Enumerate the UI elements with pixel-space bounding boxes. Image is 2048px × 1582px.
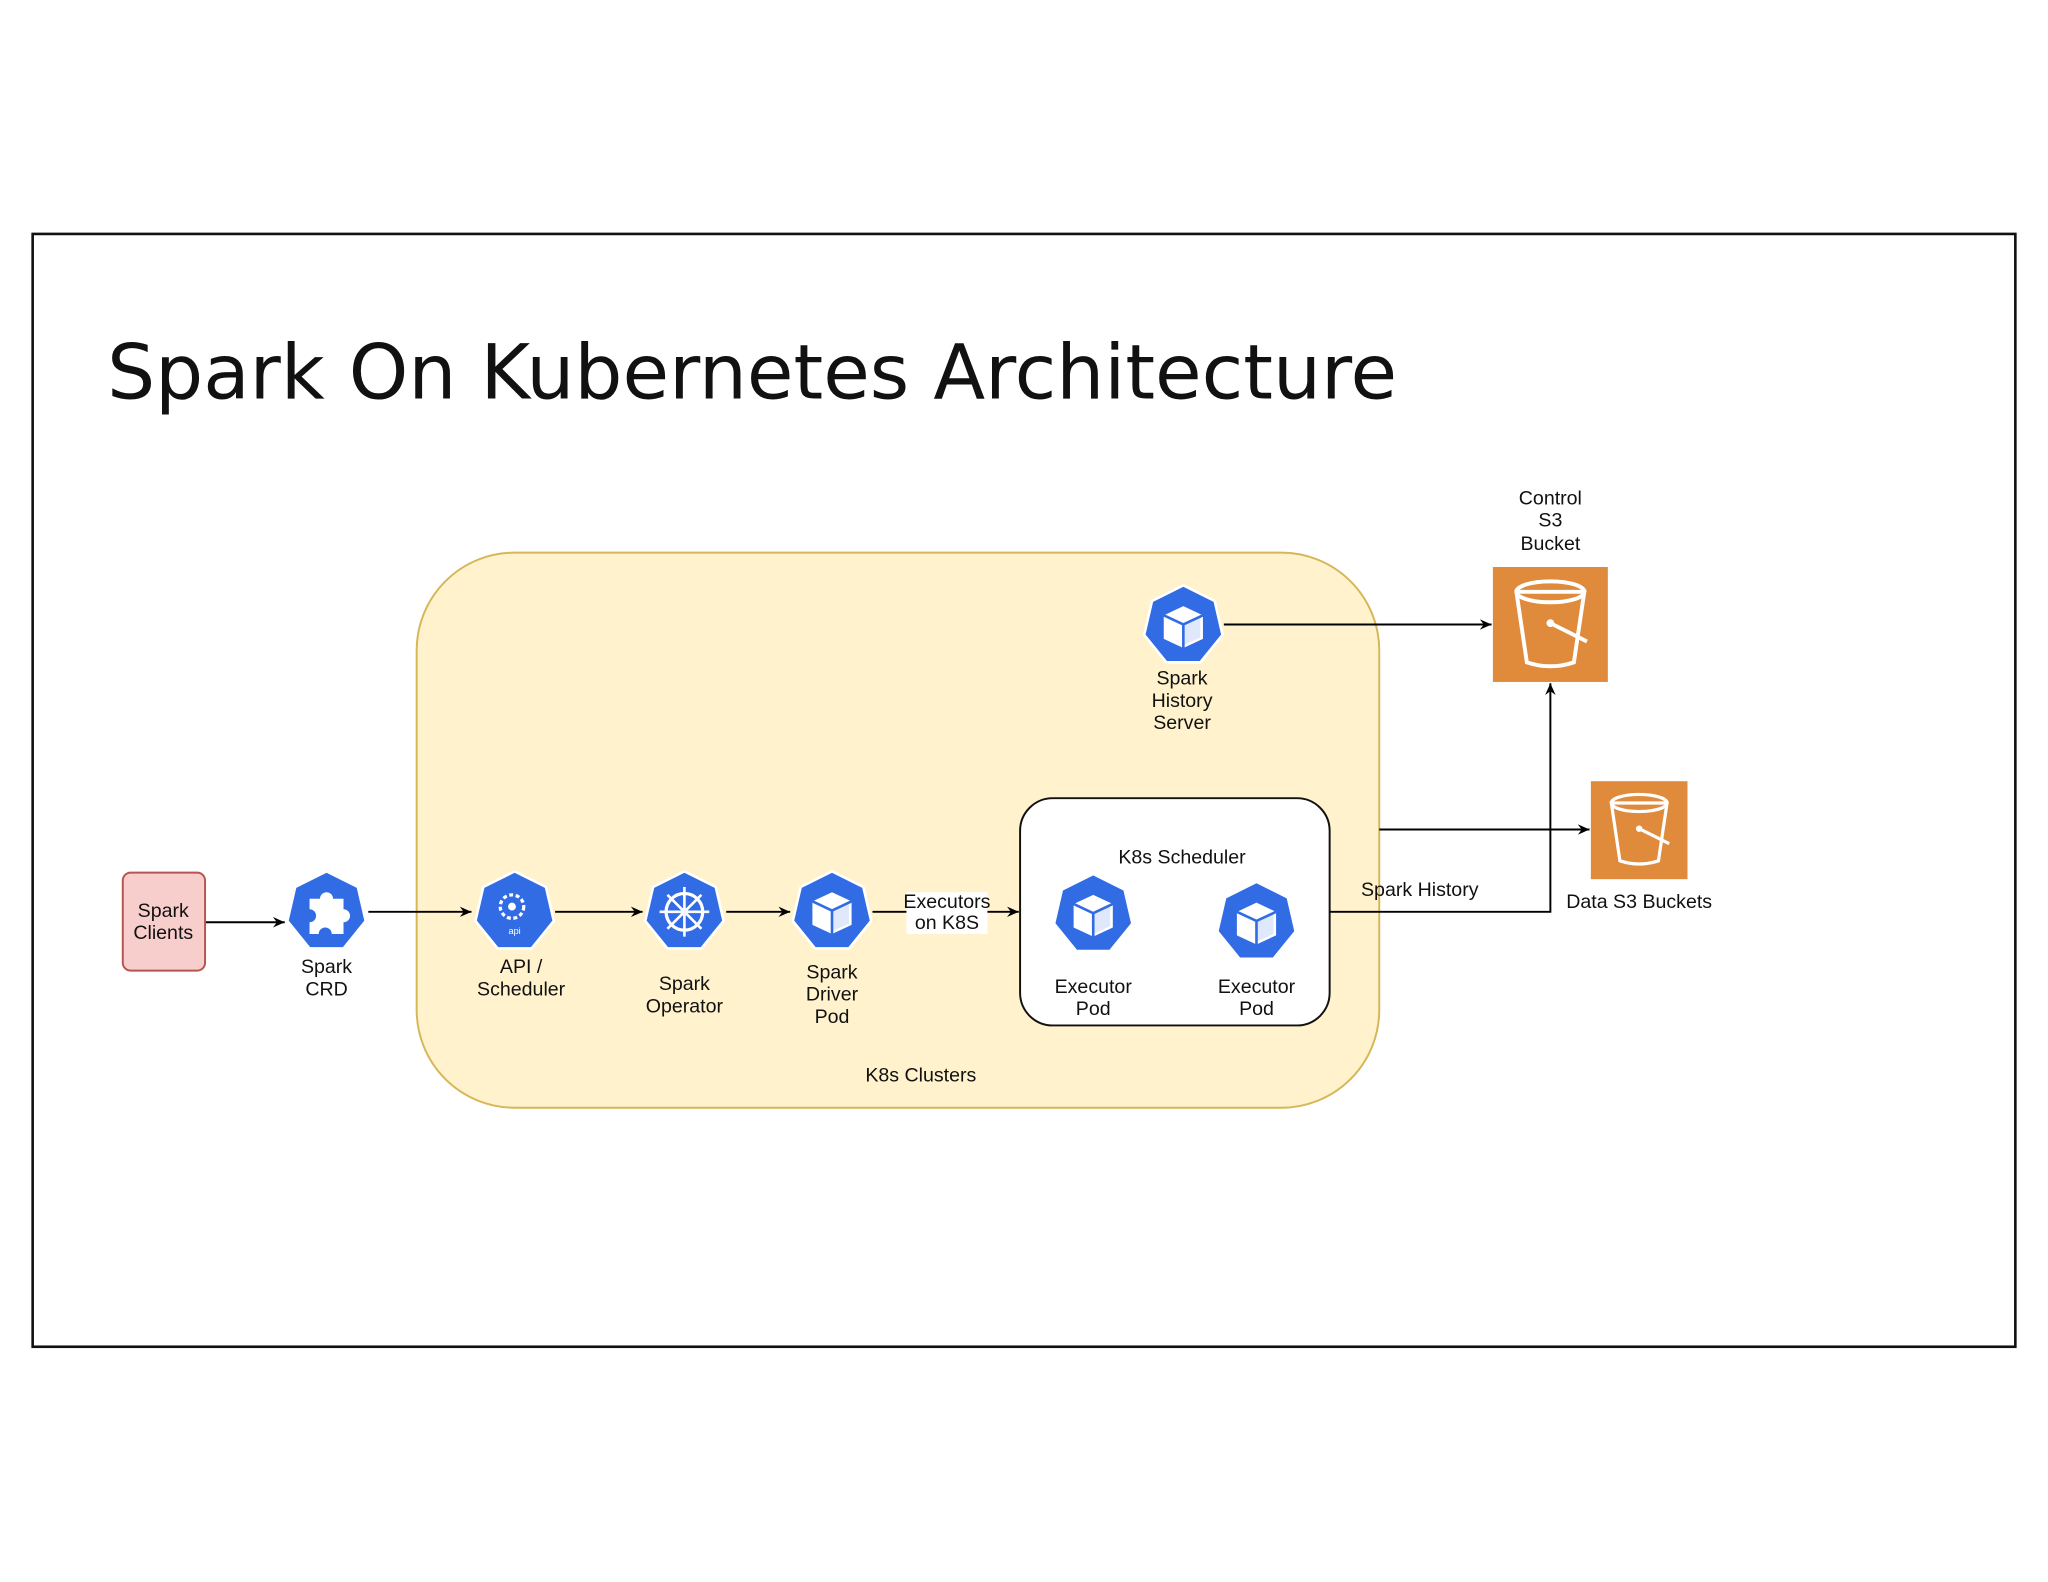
k8s-scheduler-label: K8s Scheduler (1118, 846, 1246, 868)
spark-driver-label: Pod (815, 1006, 850, 1028)
executor-pod-label: Executor (1055, 976, 1133, 998)
executor-pod-label: Pod (1239, 998, 1274, 1020)
api-scheduler-label: API / (500, 956, 543, 978)
spark-driver-label: Driver (806, 984, 859, 1006)
spark-crd-label: Spark (301, 956, 352, 978)
api-badge: api (509, 926, 521, 936)
api-server-icon: api (474, 870, 556, 950)
spark-operator-label: Spark (659, 973, 710, 995)
spark-crd-label: CRD (305, 978, 347, 1000)
control-bucket-label: Bucket (1520, 533, 1580, 555)
spark-clients-label: Spark (138, 900, 189, 922)
spark-clients-label: Clients (133, 922, 193, 944)
control-bucket-label: S3 (1538, 510, 1562, 532)
page-title: Spark On Kubernetes Architecture (107, 329, 1397, 417)
history-server-label: Spark (1156, 668, 1207, 690)
edges (205, 619, 1590, 928)
spark-operator-label: Operator (646, 995, 724, 1017)
api-scheduler-label: Scheduler (477, 978, 566, 1000)
executor-pod-label: Executor (1218, 976, 1296, 998)
spark-history-edge-label: Spark History (1361, 879, 1479, 901)
slide-frame (31, 232, 2017, 1349)
k8s-clusters-label: K8s Clusters (865, 1065, 976, 1087)
control-bucket-label: Control (1519, 487, 1582, 509)
data-buckets-label: Data S3 Buckets (1566, 891, 1712, 913)
puzzle-icon (286, 870, 368, 950)
history-server-label: Server (1153, 712, 1211, 734)
edge-scheduler-control-bucket (1329, 683, 1556, 913)
executor-pod-label: Pod (1076, 998, 1111, 1020)
executors-label-2: on K8S (915, 912, 979, 934)
executors-label-1: Executors (903, 891, 990, 913)
spark-driver-label: Spark (806, 961, 857, 983)
history-server-label: History (1152, 690, 1213, 712)
spark-clients-node (121, 871, 207, 972)
helm-wheel-icon (643, 870, 725, 950)
